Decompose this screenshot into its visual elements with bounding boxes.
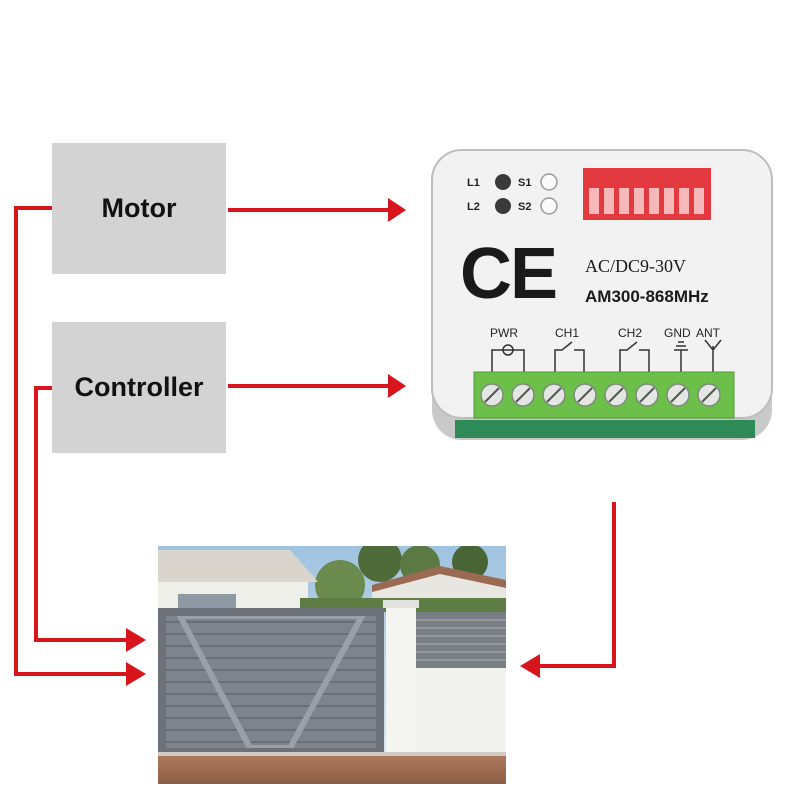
dip-switch-key[interactable] [694, 188, 704, 214]
dip-switch-key[interactable] [604, 188, 614, 214]
screw-terminal [635, 383, 659, 407]
led-label-l2: L2 [467, 201, 480, 213]
dip-switch-key[interactable] [664, 188, 674, 214]
motor-label: Motor [101, 193, 177, 223]
line-motor-to-gate [14, 206, 130, 676]
controller-box: Controller [52, 322, 226, 453]
led-l2 [495, 198, 511, 214]
dip-switch-key[interactable] [679, 188, 689, 214]
screw-terminal [480, 383, 504, 407]
voltage-label: AC/DC9-30V [585, 256, 686, 276]
led-l1 [495, 174, 511, 190]
terminal-block [473, 371, 735, 419]
dip-switch[interactable] [583, 168, 711, 220]
wiring-symbols [491, 339, 722, 372]
terminal-label-ant: ANT [696, 326, 721, 340]
button-label-s2: S2 [518, 201, 531, 213]
screw-terminal [573, 383, 597, 407]
screw-terminal [511, 383, 535, 407]
dip-switch-key[interactable] [619, 188, 629, 214]
screw-terminal [666, 383, 690, 407]
terminal-label-pwr: PWR [490, 326, 518, 340]
dip-switch-key[interactable] [649, 188, 659, 214]
screw-terminal [697, 383, 721, 407]
led-label-l1: L1 [467, 177, 480, 189]
line-receiver-to-gate [536, 502, 616, 668]
model-label: AM300-868MHz [585, 287, 709, 306]
arrowheads [126, 198, 540, 686]
terminal-label-ch2: CH2 [618, 326, 642, 340]
connection-arrows [14, 206, 616, 676]
terminal-label-ch1: CH1 [555, 326, 579, 340]
controller-label: Controller [74, 372, 204, 402]
screw-terminal [542, 383, 566, 407]
button-s1[interactable] [540, 173, 558, 191]
button-label-s1: S1 [518, 177, 531, 189]
terminal-label-gnd: GND [664, 326, 691, 340]
ce-mark: CE [460, 234, 556, 314]
dip-switch-key[interactable] [589, 188, 599, 214]
line-controller-to-gate [34, 386, 130, 642]
gate-photo [158, 546, 506, 784]
button-s2[interactable] [540, 197, 558, 215]
screw-terminal [604, 383, 628, 407]
receiver-module: L1 L2 S1 S2 CE AC/DC9-30V AM300-868MHz P… [431, 149, 773, 440]
dip-switch-key[interactable] [634, 188, 644, 214]
motor-box: Motor [52, 143, 226, 274]
